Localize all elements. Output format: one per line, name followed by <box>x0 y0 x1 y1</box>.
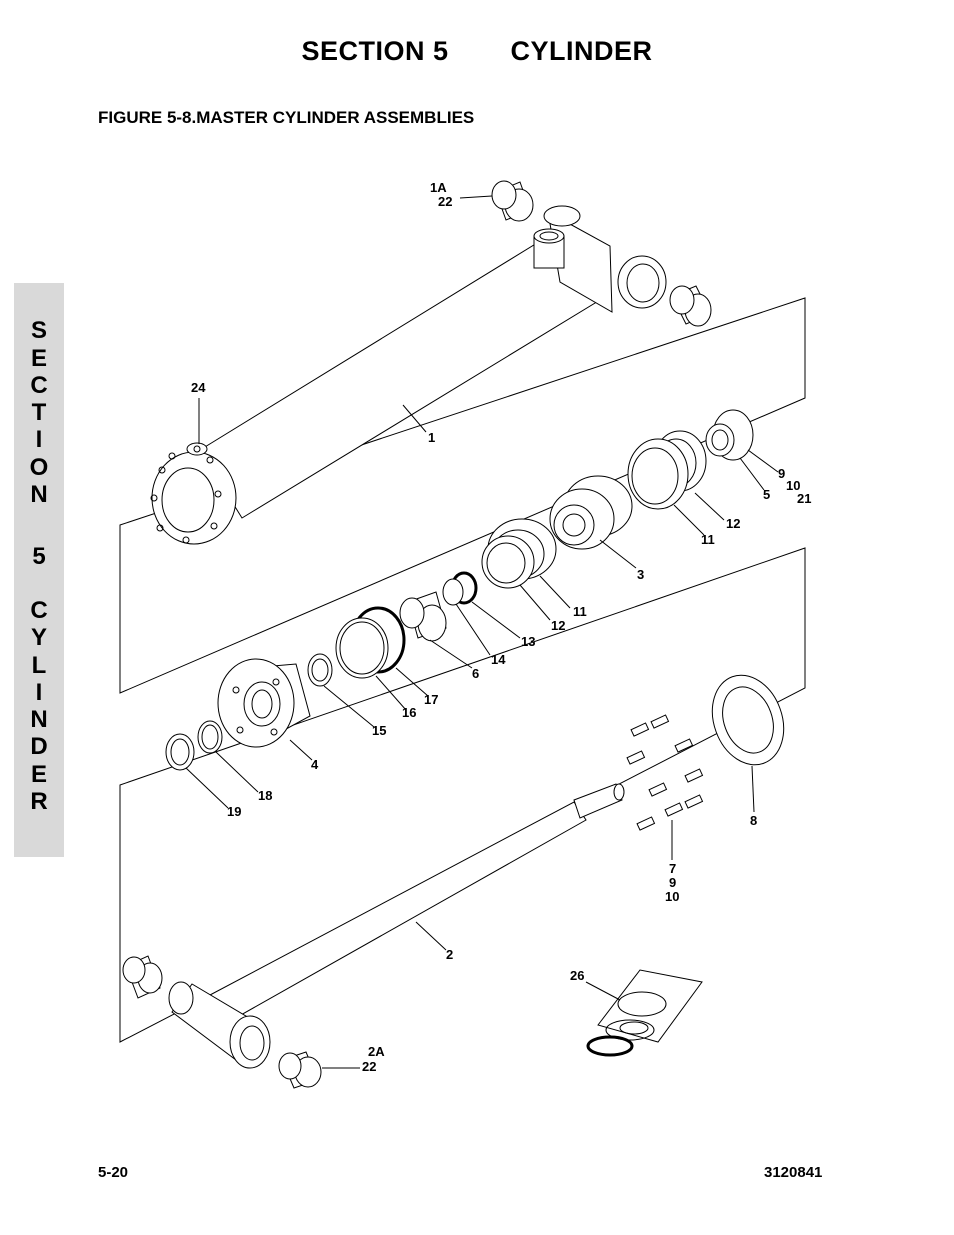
side-tab-letter: C <box>30 372 48 399</box>
gasket-8 <box>711 674 785 766</box>
callout-21: 21 <box>797 491 811 506</box>
callout-14: 14 <box>491 652 506 667</box>
side-tab-letter: N <box>30 481 48 508</box>
callout-8: 8 <box>750 813 757 828</box>
seal-11a <box>627 438 689 510</box>
callout-11: 11 <box>701 532 715 547</box>
figure-title: FIGURE 5-8.MASTER CYLINDER ASSEMBLIES <box>98 108 475 127</box>
spacer-6 <box>399 591 447 642</box>
callout-7: 7 <box>669 861 676 876</box>
section-title: CYLINDER <box>510 36 653 66</box>
callout-10: 10 <box>665 889 679 904</box>
bushing-15 <box>307 653 333 687</box>
side-tab-letter: 5 <box>32 543 46 570</box>
side-tab-letter: I <box>35 426 43 453</box>
callout-5: 5 <box>763 487 770 502</box>
callout-3: 3 <box>637 567 644 582</box>
callout-19: 19 <box>227 804 241 819</box>
side-tab-letter: T <box>31 399 47 426</box>
callout-1: 1 <box>428 430 435 445</box>
callout-9: 9 <box>669 875 676 890</box>
callout-11: 11 <box>573 604 587 619</box>
piston-rod <box>209 783 625 1021</box>
callout-24: 24 <box>191 380 206 395</box>
side-tab-letter: O <box>29 454 49 481</box>
head <box>217 658 311 748</box>
side-tab-letter: L <box>31 652 47 679</box>
callout-10: 10 <box>786 478 800 493</box>
rod-seal-19 <box>165 733 195 771</box>
side-tab-letter: S <box>30 317 47 344</box>
barrel-end-port <box>533 205 667 313</box>
wiper-18 <box>197 720 223 754</box>
callout-12: 12 <box>551 618 565 633</box>
wear-ring-12b <box>481 535 535 589</box>
bushing-upper-left <box>491 180 534 222</box>
side-tab-letter: C <box>30 597 48 624</box>
rod-end-eye <box>168 981 271 1069</box>
side-tab-letter: I <box>35 679 43 706</box>
upper-explode-outline <box>119 297 806 694</box>
piston <box>549 475 633 550</box>
bushing-lower-left <box>122 955 163 999</box>
leader-lines <box>185 195 779 1069</box>
callout-13: 13 <box>521 634 535 649</box>
callout-26: 26 <box>570 968 584 983</box>
side-tab-letter: R <box>30 788 48 815</box>
cylinder-barrel <box>150 231 601 545</box>
lower-explode-outline <box>119 547 806 1043</box>
seal-kit-bag <box>586 969 703 1057</box>
callout-2: 2 <box>446 947 453 962</box>
side-tab-letter: Y <box>30 624 47 651</box>
bushing-upper-right <box>669 285 712 327</box>
callout-9: 9 <box>778 466 785 481</box>
bushing-lower-right <box>278 1051 322 1089</box>
document-number: 3120841 <box>764 1164 823 1181</box>
side-tab-letter: E <box>30 345 47 372</box>
callout-22: 22 <box>362 1059 376 1074</box>
section-header: SECTION 5 CYLINDER <box>0 36 954 67</box>
callout-12: 12 <box>726 516 740 531</box>
section-number: SECTION 5 <box>301 36 449 66</box>
callout-18: 18 <box>258 788 272 803</box>
section-side-tab: S E C T I O N 5 C Y L I N D E R <box>14 283 64 857</box>
callout-4: 4 <box>311 757 319 772</box>
lock-nut <box>705 409 754 461</box>
callout-2A: 2A <box>368 1044 385 1059</box>
callout-1A: 1A <box>430 180 447 195</box>
backup-ring-16 <box>335 617 389 679</box>
callout-15: 15 <box>372 723 386 738</box>
side-tab-letter: D <box>30 733 48 760</box>
backup-ring-14 <box>442 578 464 606</box>
callout-6: 6 <box>472 666 479 681</box>
callout-16: 16 <box>402 705 416 720</box>
page-number: 5-20 <box>98 1164 129 1181</box>
callout-22: 22 <box>438 194 452 209</box>
side-tab-letter: E <box>30 761 47 788</box>
callout-17: 17 <box>424 692 438 707</box>
side-tab-letter: N <box>30 706 48 733</box>
capscrews <box>626 714 704 831</box>
